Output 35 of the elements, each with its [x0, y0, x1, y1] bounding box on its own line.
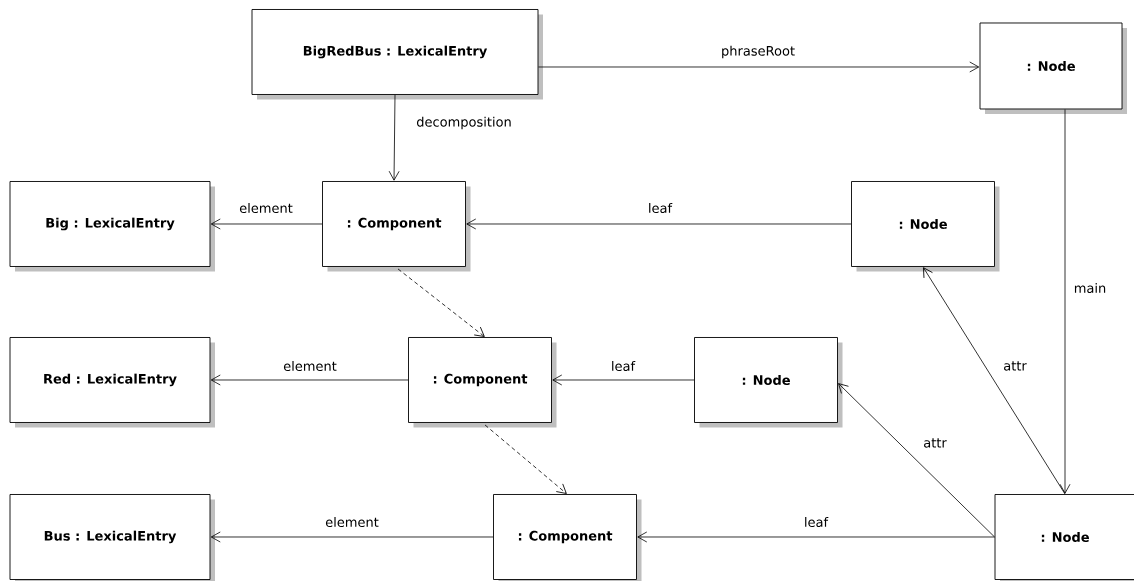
arrow — [923, 267, 1066, 495]
object-box: : Component — [408, 337, 557, 428]
edge-label: main — [1074, 282, 1106, 294]
arrow — [1059, 109, 1071, 494]
object-box: : Node — [979, 22, 1127, 114]
object-box: Red : LexicalEntry — [9, 337, 215, 428]
arrow — [538, 61, 980, 73]
edge-label: leaf — [805, 516, 829, 528]
edge-label: element — [283, 360, 337, 372]
object-box: Big : LexicalEntry — [9, 181, 215, 272]
edge-label: element — [239, 202, 293, 214]
object-box: BigRedBus : LexicalEntry — [251, 9, 543, 100]
edge-label: attr — [1004, 361, 1027, 371]
object-box: : Node — [851, 181, 1000, 272]
edge-label: leaf — [612, 360, 636, 372]
object-box: : Node — [994, 494, 1134, 581]
arrow — [397, 268, 485, 337]
object-box: Bus : LexicalEntry — [9, 494, 215, 581]
edge-label: element — [325, 516, 379, 528]
arrow — [210, 374, 409, 386]
object-box: : Component — [493, 494, 642, 581]
object-box: : Component — [322, 181, 471, 272]
arrow — [466, 218, 852, 230]
arrow — [838, 383, 995, 538]
arrow — [388, 94, 400, 181]
edge-label: attr — [924, 438, 947, 448]
arrow — [210, 531, 494, 543]
arrow — [484, 424, 567, 494]
arrow — [552, 374, 695, 386]
edge-label: leaf — [649, 202, 673, 214]
arrow — [637, 531, 995, 543]
arrow — [210, 218, 323, 230]
object-box: : Node — [694, 337, 843, 428]
edge-label: decomposition — [417, 116, 511, 130]
edge-label: phraseRoot — [722, 45, 795, 59]
